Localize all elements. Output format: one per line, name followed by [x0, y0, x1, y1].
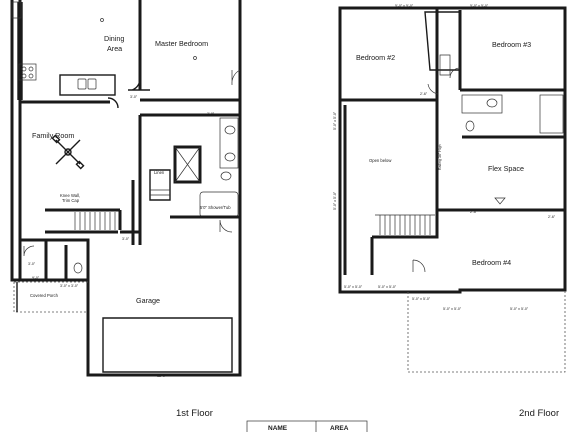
island-sink [77, 78, 87, 90]
room-label-garage: Garage [136, 296, 160, 305]
note-railing: Railing 36" High [438, 144, 442, 170]
dim-opening-a: 3'-0" [122, 237, 130, 241]
room-label-shower-tub: 5'0" Shower/Tub [200, 205, 231, 210]
room-label-bedroom4: Bedroom #4 [472, 258, 511, 267]
area-table-header-name: NAME [268, 425, 288, 432]
garage-below-outline [407, 290, 566, 373]
dim-bottom-c: 5'-0" x 5'-0" [412, 297, 431, 301]
covered-porch-outline [13, 281, 88, 313]
room-label-master-bedroom: Master Bedroom [155, 39, 208, 48]
area-table: NAME AREA [246, 420, 368, 432]
area-table-header-area: AREA [330, 425, 349, 432]
dim-closet: 3'-0" [28, 262, 36, 266]
room-label-flex-space: Flex Space [488, 164, 524, 173]
dim-bed4-door: 2'-6" [548, 215, 556, 219]
room-label-open-below: Open below [369, 158, 392, 163]
dim-bottom-a: 5'-0" x 5'-0" [344, 285, 363, 289]
dim-bottom-d: 5'-0" x 5'-0" [443, 307, 462, 311]
garage-door [102, 317, 233, 373]
room-label-family-room: Family Room [32, 131, 74, 140]
dim-opening-b: 3'-0" [207, 112, 215, 116]
second-floor-shell [338, 6, 567, 294]
kitchen-island [59, 74, 116, 96]
room-label-dining: Dining [104, 34, 124, 43]
dim-bottom-e: 5'-0" x 5'-0" [510, 307, 529, 311]
note-knee-wall: Knee Wall, [60, 193, 80, 198]
dim-flex-door: 2'-6" [470, 210, 478, 214]
first-floor-plan [10, 0, 242, 377]
toilet [220, 171, 232, 181]
floor-title-first: 1st Floor [176, 408, 213, 419]
room-label-covered-porch: Covered Porch [30, 293, 59, 298]
range-cooktop [18, 63, 37, 81]
dim-left-b: 5'-0" x 5'-0" [333, 191, 337, 210]
refrigerator [11, 1, 22, 19]
dim-left-a: 5'-0" x 5'-0" [333, 111, 337, 130]
closet-bedroom2 [424, 11, 461, 71]
second-floor-plan [338, 6, 567, 373]
dim-bottom-b: 5'-0" x 5'-0" [378, 285, 397, 289]
room-label-dining-area: Area [107, 44, 122, 53]
dim-open-door: 2'-6" [420, 92, 428, 96]
half-bath-toilet [73, 262, 83, 274]
upper-bathtub [539, 94, 564, 134]
vanity [219, 117, 239, 169]
bath-vanity-upper [461, 94, 503, 114]
stair-treads [74, 212, 116, 230]
floor-title-second: 2nd Floor [519, 408, 559, 419]
room-label-bedroom3: Bedroom #3 [492, 40, 531, 49]
room-label-linen: Linen [154, 170, 165, 175]
dim-porch-a: 9'-0" [32, 276, 40, 280]
stair-treads-upper [375, 214, 435, 235]
ceiling-fan-icon [51, 134, 85, 170]
dim-top-a: 5'-0" x 5'-0" [395, 4, 414, 8]
dim-opening-c: 3'-0" [130, 95, 138, 99]
dim-top-b: 5'-0" x 5'-0" [470, 4, 489, 8]
note-trim-cap: Trim Cap [62, 198, 80, 203]
room-label-bedroom2: Bedroom #2 [356, 53, 395, 62]
dim-garage-width: 18'-0" [157, 374, 167, 378]
dim-porch-b: 3'-0" x 3'-0" [60, 284, 79, 288]
